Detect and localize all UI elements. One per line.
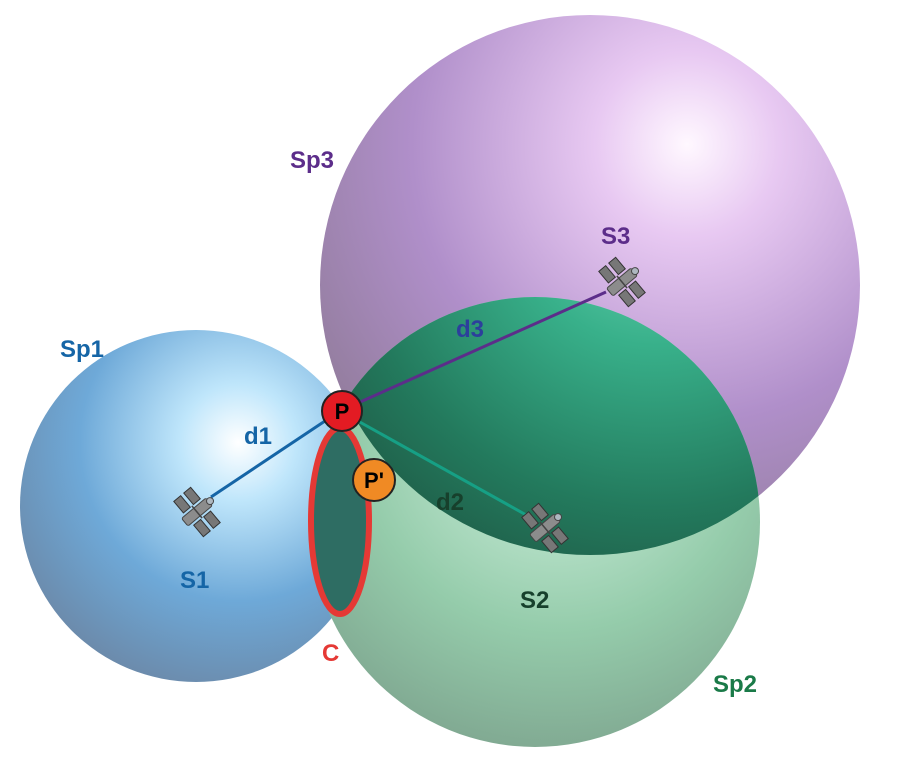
satellite-s1-label: S1 [180,567,209,594]
distance-line-d1 [210,409,341,499]
intersection-circle-c [308,425,372,617]
distance-d3-label: d3 [456,316,484,343]
satellite-s2-label: S2 [520,587,549,614]
satellite-s3-label: S3 [601,223,630,250]
sphere-sp2-label: Sp2 [713,671,757,698]
point-p-label: P [335,399,350,424]
sphere-sp1-label: Sp1 [60,336,104,363]
distance-line-d3 [339,290,607,413]
point-p-prime-label: P' [364,468,384,493]
point-p-prime-marker [352,458,396,502]
sphere-sp3-label: Sp3 [290,147,334,174]
distance-d2-label: d2 [436,489,464,516]
intersection-circle-c-label: C [322,640,339,667]
distance-line-d2 [339,409,529,518]
point-p-marker [321,390,363,432]
distance-d1-label: d1 [244,423,272,450]
sphere-sp2-sp3-overlap [320,297,760,555]
